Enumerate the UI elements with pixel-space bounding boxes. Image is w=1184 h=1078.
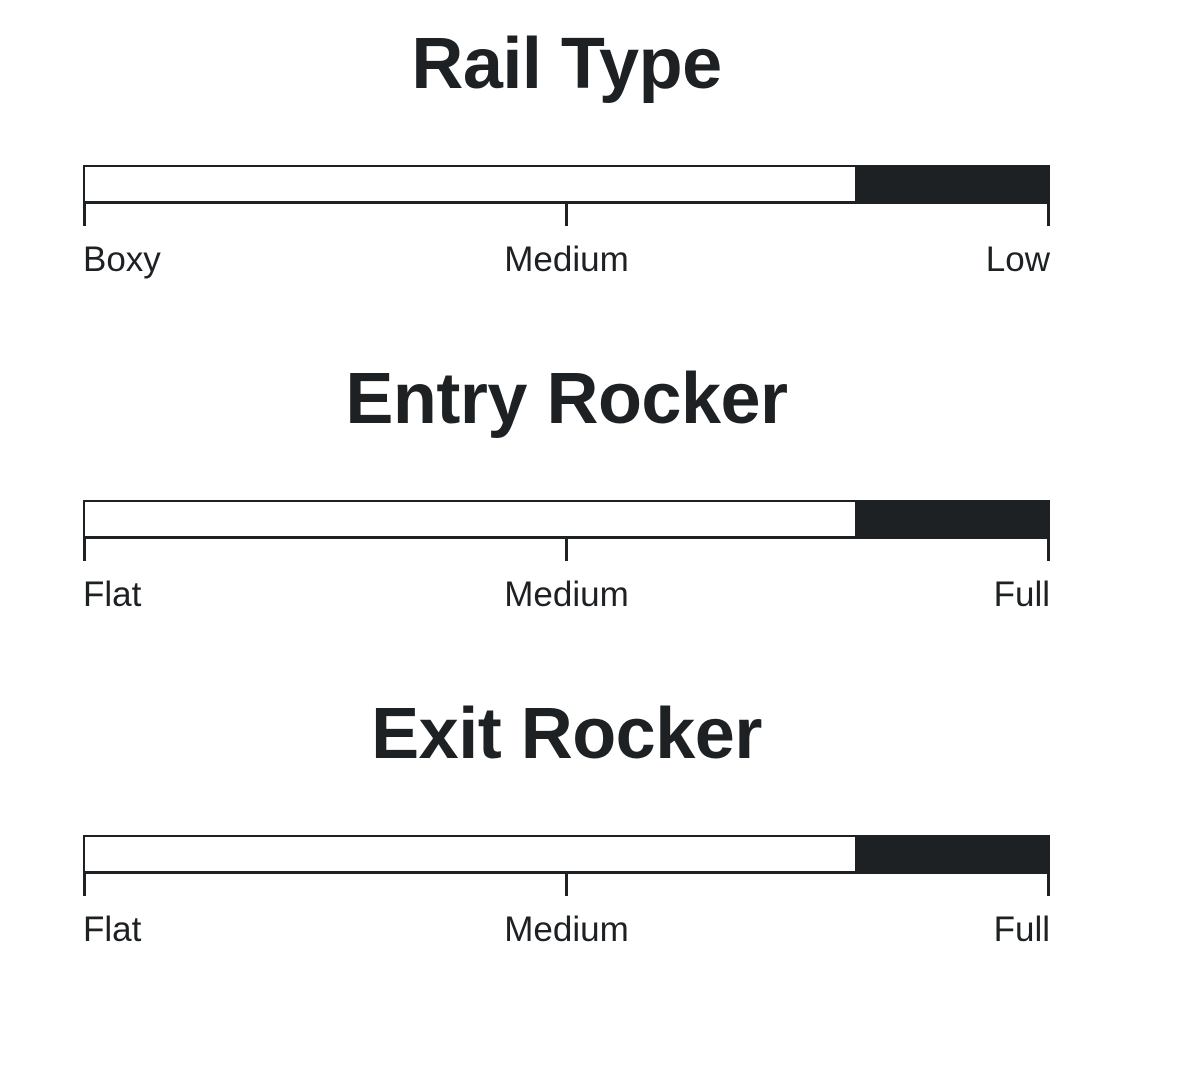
scale-label-middle: Medium xyxy=(504,575,629,614)
scale-label-left: Flat xyxy=(83,910,142,949)
gauge-title-exit-rocker: Exit Rocker xyxy=(371,694,762,774)
gauge-track xyxy=(83,835,1050,896)
gauge-scale-labels: Flat Medium Full xyxy=(83,912,1050,954)
scale-label-right: Full xyxy=(993,910,1050,949)
gauge-title-rail-type: Rail Type xyxy=(411,24,722,104)
tick-middle xyxy=(565,539,568,561)
tick-right xyxy=(1047,539,1050,561)
scale-label-middle: Medium xyxy=(504,910,629,949)
scale-label-left: Flat xyxy=(83,575,142,614)
gauge-exit-rocker: Exit Rocker Flat Medium Full xyxy=(83,698,1050,954)
gauge-rail-type: Rail Type Boxy Medium Low xyxy=(83,28,1050,284)
tick-left xyxy=(83,874,86,896)
gauge-fill xyxy=(855,500,1050,539)
spec-gauges-panel: Rail Type Boxy Medium Low Entry Rocker F… xyxy=(83,28,1050,954)
gauge-scale-labels: Boxy Medium Low xyxy=(83,242,1050,284)
gauge-scale-labels: Flat Medium Full xyxy=(83,577,1050,619)
gauge-fill xyxy=(855,835,1050,874)
scale-label-left: Boxy xyxy=(83,240,161,279)
tick-middle xyxy=(565,204,568,226)
scale-label-middle: Medium xyxy=(504,240,629,279)
gauge-track xyxy=(83,165,1050,226)
scale-label-right: Low xyxy=(985,240,1050,279)
scale-label-right: Full xyxy=(993,575,1050,614)
gauge-track xyxy=(83,500,1050,561)
gauge-entry-rocker: Entry Rocker Flat Medium Full xyxy=(83,363,1050,619)
tick-left xyxy=(83,539,86,561)
gauge-title-entry-rocker: Entry Rocker xyxy=(345,359,788,439)
tick-left xyxy=(83,204,86,226)
tick-middle xyxy=(565,874,568,896)
gauge-fill xyxy=(855,165,1050,204)
tick-right xyxy=(1047,204,1050,226)
tick-right xyxy=(1047,874,1050,896)
